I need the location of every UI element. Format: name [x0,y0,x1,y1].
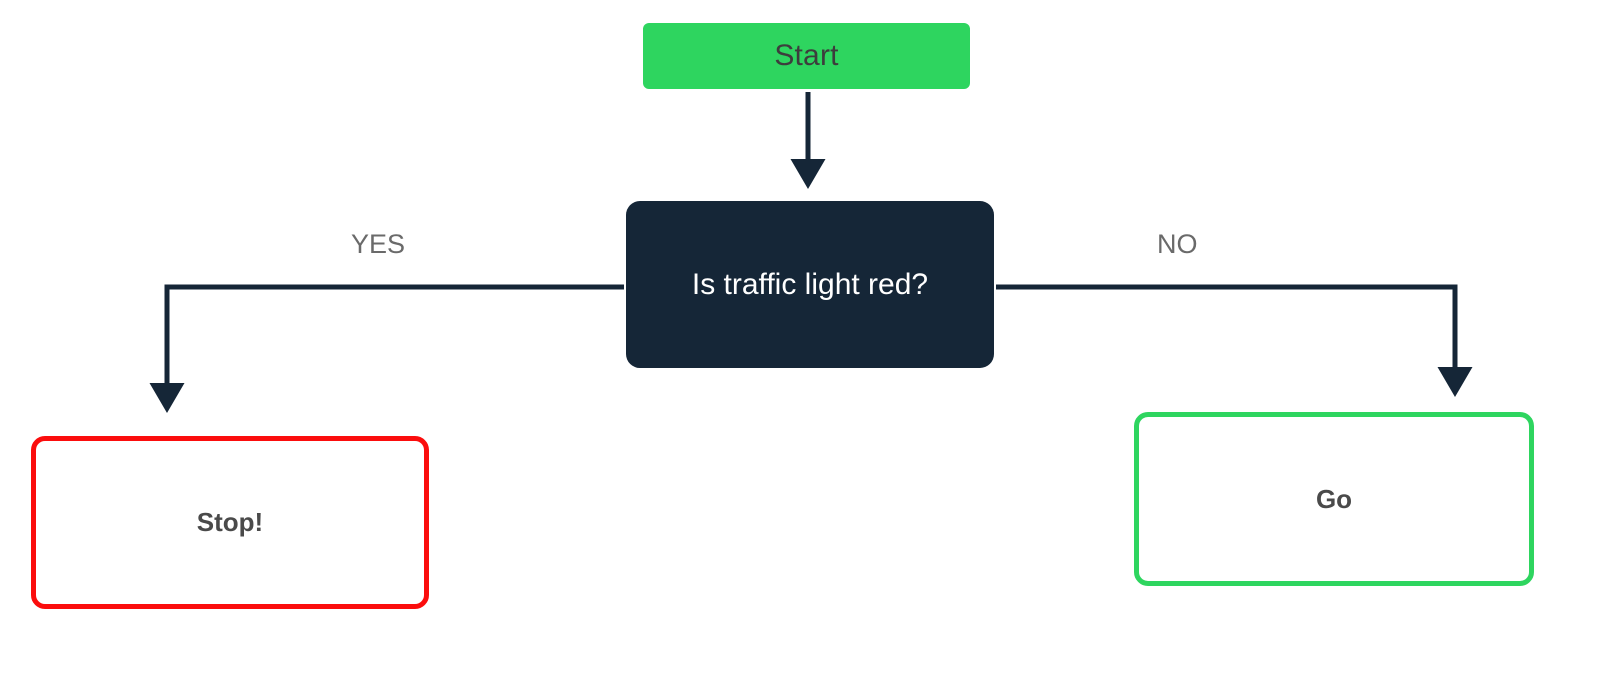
edge-label-no: NO [1157,229,1198,259]
node-decision-traffic-light[interactable]: Is traffic light red? [626,201,994,368]
node-start[interactable]: Start [643,23,970,89]
edge-decision-to-stop [149,284,624,414]
node-stop[interactable]: Stop! [31,436,429,609]
edge-label-yes: YES [351,229,406,259]
edge-decision-to-go [996,284,1473,398]
node-go[interactable]: Go [1134,412,1534,586]
